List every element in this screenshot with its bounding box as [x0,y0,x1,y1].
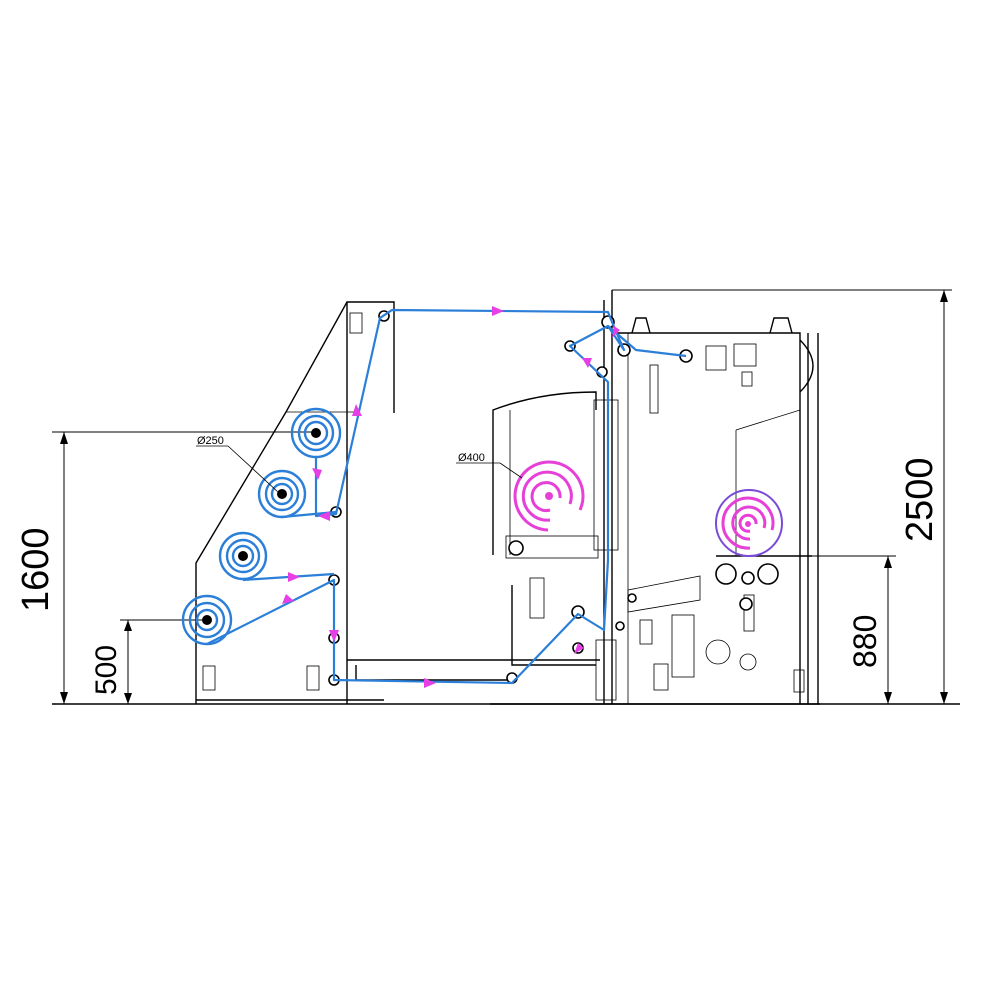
dimension-500: 500 [90,619,205,704]
arrow-left-1 [352,404,362,416]
rewind-section-frame [490,317,820,705]
rewind-diameter-label: Ø400 [458,452,485,464]
arrow-left-3 [318,511,330,521]
unwind-roll-2 [257,469,307,519]
arrow-left-6 [329,630,339,642]
unwind-roll-3 [218,531,268,581]
arrow-mid-3 [612,326,620,338]
dimension-880: 880 [800,555,896,704]
dimension-2500-label: 2500 [899,457,941,542]
arrow-left-5 [282,594,294,604]
unwind-roll-1 [290,407,342,459]
unwind-diameter-callout: Ø250 [196,435,279,493]
arrow-top [492,306,504,316]
dimension-1600: 1600 [15,431,318,704]
dimension-2500: 2500 [612,289,952,704]
dimension-1600-label: 1600 [15,527,57,612]
unwind-stand-frame [195,301,395,704]
dimension-880-label: 880 [847,615,883,668]
web-direction-arrows [282,306,620,688]
arrow-left-2 [312,468,322,480]
arrow-left-4 [288,572,300,582]
rewind-roll-right [715,489,783,557]
rewind-roll-middle [513,460,585,532]
unwind-roll-4 [181,594,233,646]
idler-rollers [328,310,779,686]
arrow-mid-2 [582,358,592,368]
arrow-mid-1 [574,643,584,654]
dimension-500-label: 500 [90,645,123,695]
rewind-diameter-callout: Ø400 [456,452,523,479]
unwind-diameter-label: Ø250 [197,435,224,447]
arrow-bottom [424,678,436,688]
